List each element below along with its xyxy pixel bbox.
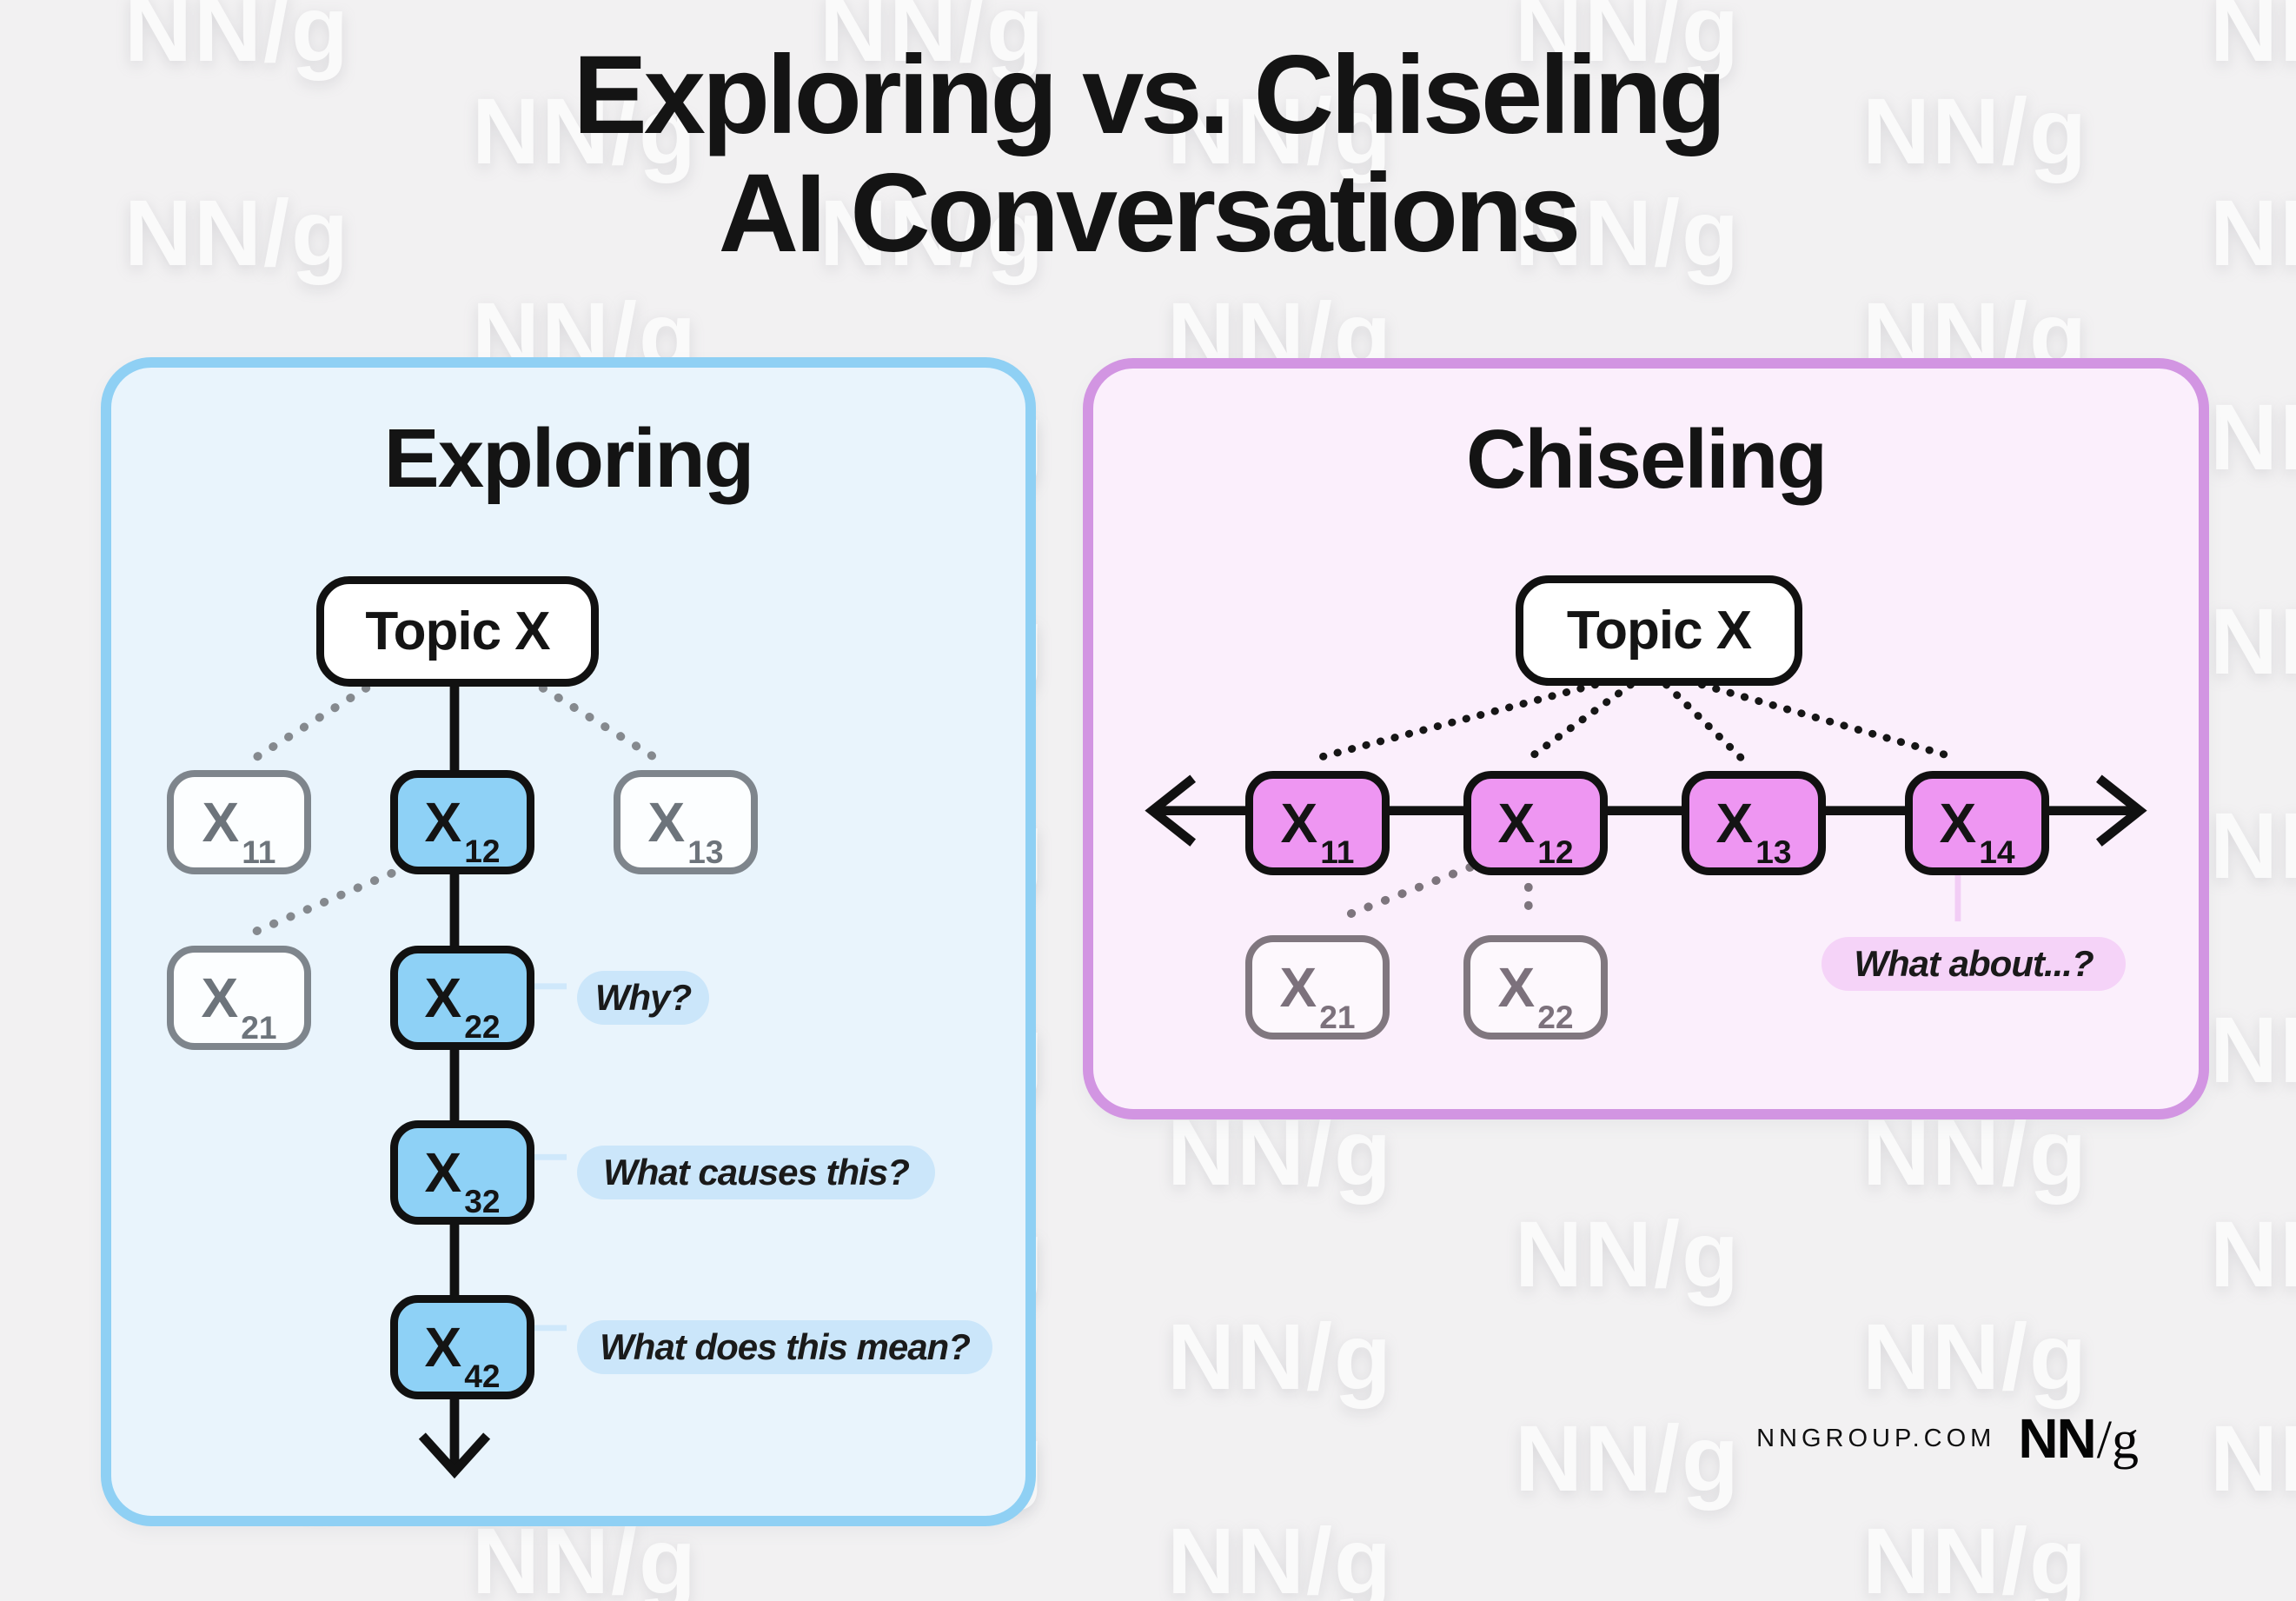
nng-watermark: NN/g — [820, 0, 1045, 81]
node-label: X — [647, 791, 686, 854]
node-subscript: 21 — [241, 1009, 277, 1046]
nng-watermark: NN/g — [124, 180, 350, 285]
nng-watermark: NN/g — [1862, 1303, 2088, 1409]
chiseling-right-arrowhead-icon — [2095, 774, 2147, 847]
chiseling-heading: Chiseling — [1465, 413, 1828, 506]
node-subscript: 13 — [1755, 834, 1792, 871]
node-label: X — [1715, 792, 1754, 854]
node-subscript: 32 — [464, 1183, 501, 1220]
nng-watermark: NN/g — [472, 77, 698, 183]
page-title-line2: AI Conversations — [718, 150, 1582, 276]
dotted-link-x12-to-x21 — [1344, 862, 1475, 920]
annotation-causes-label: What causes this? — [603, 1152, 910, 1192]
node-label: X — [424, 1141, 462, 1204]
nng-logo-slash-g: /g — [2096, 1411, 2139, 1470]
nng-watermark: NN/g — [2210, 180, 2296, 285]
node-label: X — [1497, 956, 1536, 1019]
exploring-topic-node: Topic X — [316, 576, 599, 687]
node-subscript: 12 — [1537, 834, 1574, 871]
chiseling-topic-label: Topic X — [1566, 601, 1752, 661]
node-label: X — [424, 1316, 462, 1378]
dotted-link-topic-to-x12 — [1526, 681, 1635, 761]
node-subscript: 22 — [464, 1008, 501, 1046]
node-label: X — [201, 967, 239, 1029]
nng-watermark: NN/g — [1167, 1507, 1393, 1601]
node-subscript: 12 — [464, 833, 501, 870]
annotation-what-about-label: What about...? — [1854, 943, 2094, 984]
node-label: X — [1939, 792, 1977, 854]
annotation-why-label: Why? — [594, 977, 692, 1018]
node-subscript: 21 — [1319, 999, 1356, 1036]
dotted-link-topic-to-x11 — [1316, 681, 1600, 761]
node-label: X — [424, 967, 462, 1029]
dotted-link-topic-to-x14 — [1697, 681, 1959, 761]
node-subscript: 14 — [1979, 834, 2015, 871]
nng-watermark: NN/g — [820, 180, 1045, 285]
nng-watermark: NN/g — [1515, 0, 1741, 81]
nng-watermark: NN/g — [2210, 1201, 2296, 1306]
node-subscript: 13 — [687, 834, 724, 871]
exploring-heading: Exploring — [383, 412, 755, 505]
footer-website: NNGROUP.COM — [1756, 1425, 1996, 1452]
nng-watermark: NN/g — [124, 0, 350, 81]
node-label: X — [1279, 956, 1317, 1019]
footer: NNGROUP.COM NN /g — [1756, 1406, 2139, 1471]
node-label: X — [1497, 792, 1536, 854]
nng-watermark: NN/g — [1515, 1201, 1741, 1306]
node-label: X — [202, 791, 240, 854]
dotted-link-x12-to-x21 — [240, 868, 396, 941]
nng-watermark: NN/g — [2210, 0, 2296, 81]
node-label: X — [424, 791, 462, 854]
nng-watermark: NN/g — [2210, 793, 2296, 898]
dotted-link-topic-to-x11 — [240, 683, 371, 769]
node-label: X — [1280, 792, 1318, 854]
nng-watermark: NN/g — [1515, 180, 1741, 285]
node-subscript: 11 — [242, 834, 276, 871]
node-subscript: 22 — [1537, 999, 1574, 1036]
page-title: Exploring vs. Chiseling AI Conversations — [0, 37, 2296, 272]
chiseling-topic-node: Topic X — [1516, 575, 1802, 686]
exploring-down-arrowhead-icon — [418, 1432, 491, 1479]
annotation-mean-label: What does this mean? — [600, 1326, 971, 1367]
nng-watermark: NN/g — [2210, 588, 2296, 694]
node-subscript: 11 — [1320, 834, 1355, 871]
nng-watermark: NN/g — [1167, 1303, 1393, 1409]
nng-watermark: NN/g — [1862, 1507, 2088, 1601]
page-title-line1: Exploring vs. Chiseling — [573, 33, 1726, 157]
nng-watermark: NN/g — [2210, 1405, 2296, 1511]
nng-logo-nn: NN — [2018, 1407, 2096, 1470]
nng-watermark: NN/g — [1862, 77, 2088, 183]
nng-logo: NN /g — [2018, 1406, 2139, 1471]
annotation-why: Why? — [577, 971, 709, 1025]
dotted-link-topic-to-x13 — [1662, 681, 1745, 761]
chiseling-left-arrowhead-icon — [1145, 774, 1197, 847]
dotted-link-topic-to-x13 — [538, 683, 671, 769]
nng-watermark: NN/g — [1515, 1405, 1741, 1511]
nng-watermark: NN/g — [1167, 77, 1393, 183]
nng-watermark: NN/g — [2210, 997, 2296, 1102]
exploring-topic-label: Topic X — [365, 601, 550, 661]
annotation-what-about: What about...? — [1822, 937, 2126, 991]
annotation-what-does-this-mean: What does this mean? — [577, 1320, 992, 1374]
nng-watermark: NN/g — [2210, 384, 2296, 489]
annotation-what-causes-this: What causes this? — [577, 1146, 935, 1199]
node-subscript: 42 — [464, 1358, 501, 1395]
